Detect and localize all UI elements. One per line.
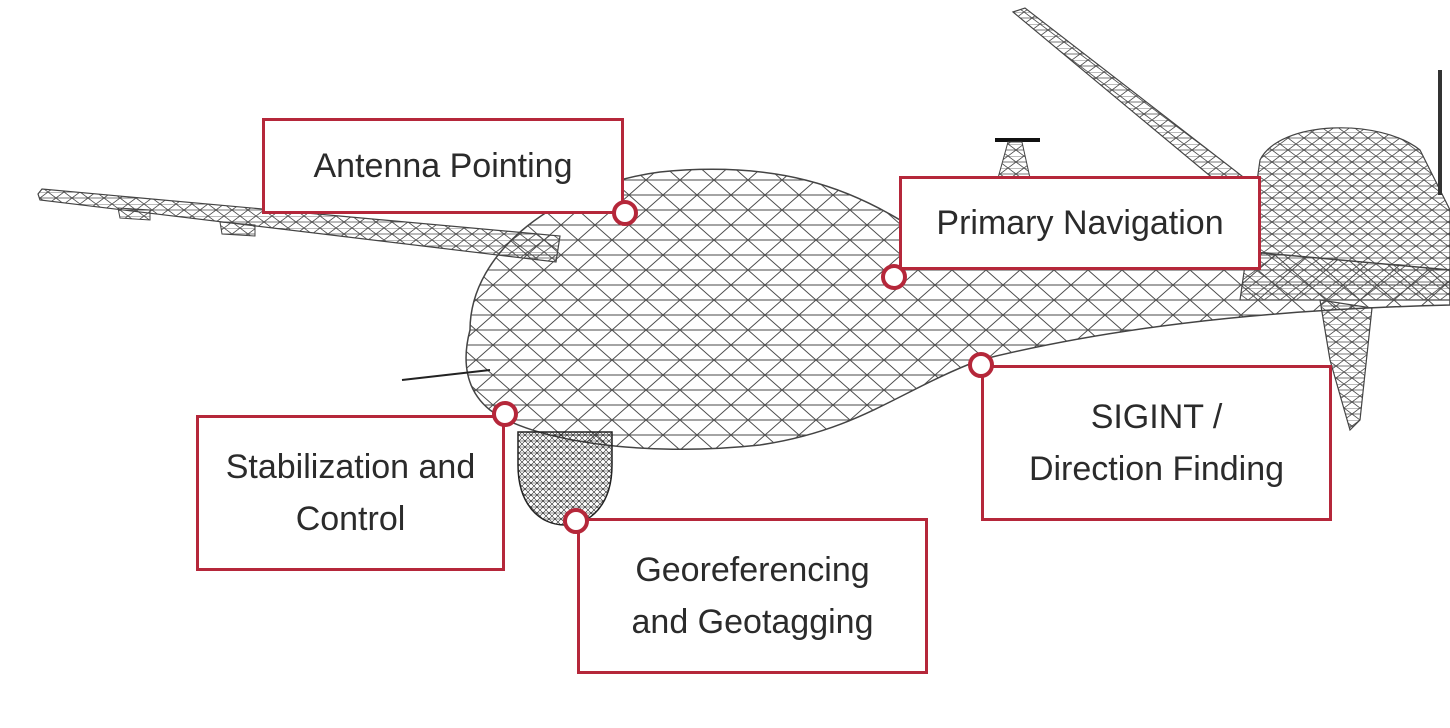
stabilization-marker bbox=[492, 401, 518, 427]
stabilization-label-line2: Control bbox=[295, 500, 406, 538]
sigint-label-line2: Direction Finding bbox=[1028, 450, 1285, 488]
antenna-pointing-label: Antenna Pointing bbox=[313, 147, 573, 185]
sigint-label-line1: SIGINT / bbox=[1090, 398, 1223, 436]
left-wing-mesh bbox=[37, 188, 561, 263]
sigint-marker bbox=[968, 352, 994, 378]
primary-navigation-marker bbox=[881, 264, 907, 290]
georeferencing-callout: Georeferencing and Geotagging bbox=[577, 518, 928, 674]
sigint-callout: SIGINT / Direction Finding bbox=[981, 365, 1332, 521]
gimbal-sensor-ball bbox=[517, 431, 613, 526]
georeferencing-marker bbox=[563, 508, 589, 534]
primary-navigation-label: Primary Navigation bbox=[936, 204, 1224, 242]
antenna-pointing-callout: Antenna Pointing bbox=[262, 118, 624, 214]
stabilization-label-line1: Stabilization and bbox=[225, 448, 476, 486]
antenna-pointing-marker bbox=[612, 200, 638, 226]
primary-navigation-callout: Primary Navigation bbox=[899, 176, 1261, 270]
antenna-mast bbox=[995, 138, 1040, 179]
stabilization-callout: Stabilization and Control bbox=[196, 415, 505, 571]
georeferencing-label-line1: Georeferencing bbox=[635, 551, 870, 589]
georeferencing-label-line2: and Geotagging bbox=[631, 603, 874, 641]
